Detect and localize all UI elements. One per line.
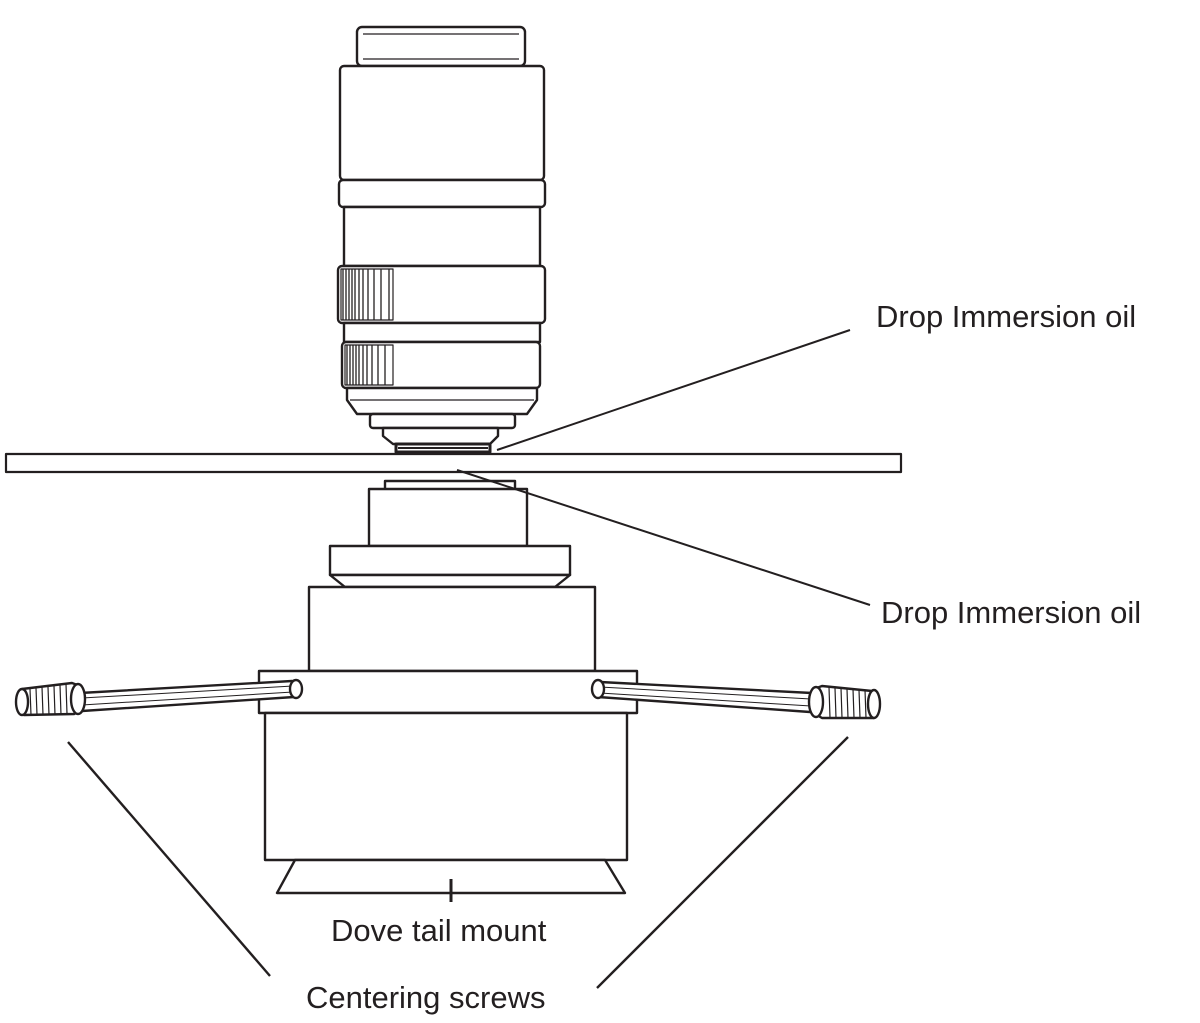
objective-knurl-1 [340, 268, 394, 321]
objective-band-1 [337, 178, 547, 209]
objective-lens [336, 25, 547, 454]
objective-upper-barrel [338, 64, 546, 182]
dovetail-mount-shape [275, 858, 627, 895]
condenser-assembly [257, 479, 639, 902]
objective-middle-barrel [342, 205, 542, 268]
objective-nose-ring [368, 412, 517, 430]
label-drop-immersion-oil-top: Drop Immersion oil [876, 299, 1137, 334]
objective-knurl-2-lines [346, 345, 386, 385]
condenser-collar-taper [328, 573, 572, 589]
label-dove-tail-mount: Dove tail mount [331, 913, 547, 948]
objective-tip [381, 426, 500, 446]
leader-oil-bottom [456, 469, 871, 606]
objective-top-cap [355, 25, 527, 68]
centering-ring [257, 669, 639, 715]
centering-screw-left [14, 678, 304, 717]
objective-lower-taper [345, 386, 539, 416]
microscope-slide [4, 452, 903, 474]
objective-gap [342, 321, 542, 344]
condenser-head [367, 487, 529, 548]
condenser-housing [263, 711, 629, 862]
objective-knurl-2 [344, 344, 394, 386]
centering-screw-right [590, 678, 882, 720]
leader-centering-right [596, 736, 849, 989]
label-centering-screws: Centering screws [306, 980, 546, 1015]
condenser-body [307, 585, 597, 673]
condenser-collar [328, 544, 572, 577]
label-drop-immersion-oil-bottom: Drop Immersion oil [881, 595, 1142, 630]
leader-centering-left [67, 741, 271, 977]
objective-knurl-1-lines [342, 269, 390, 320]
leader-oil-top [496, 329, 851, 451]
